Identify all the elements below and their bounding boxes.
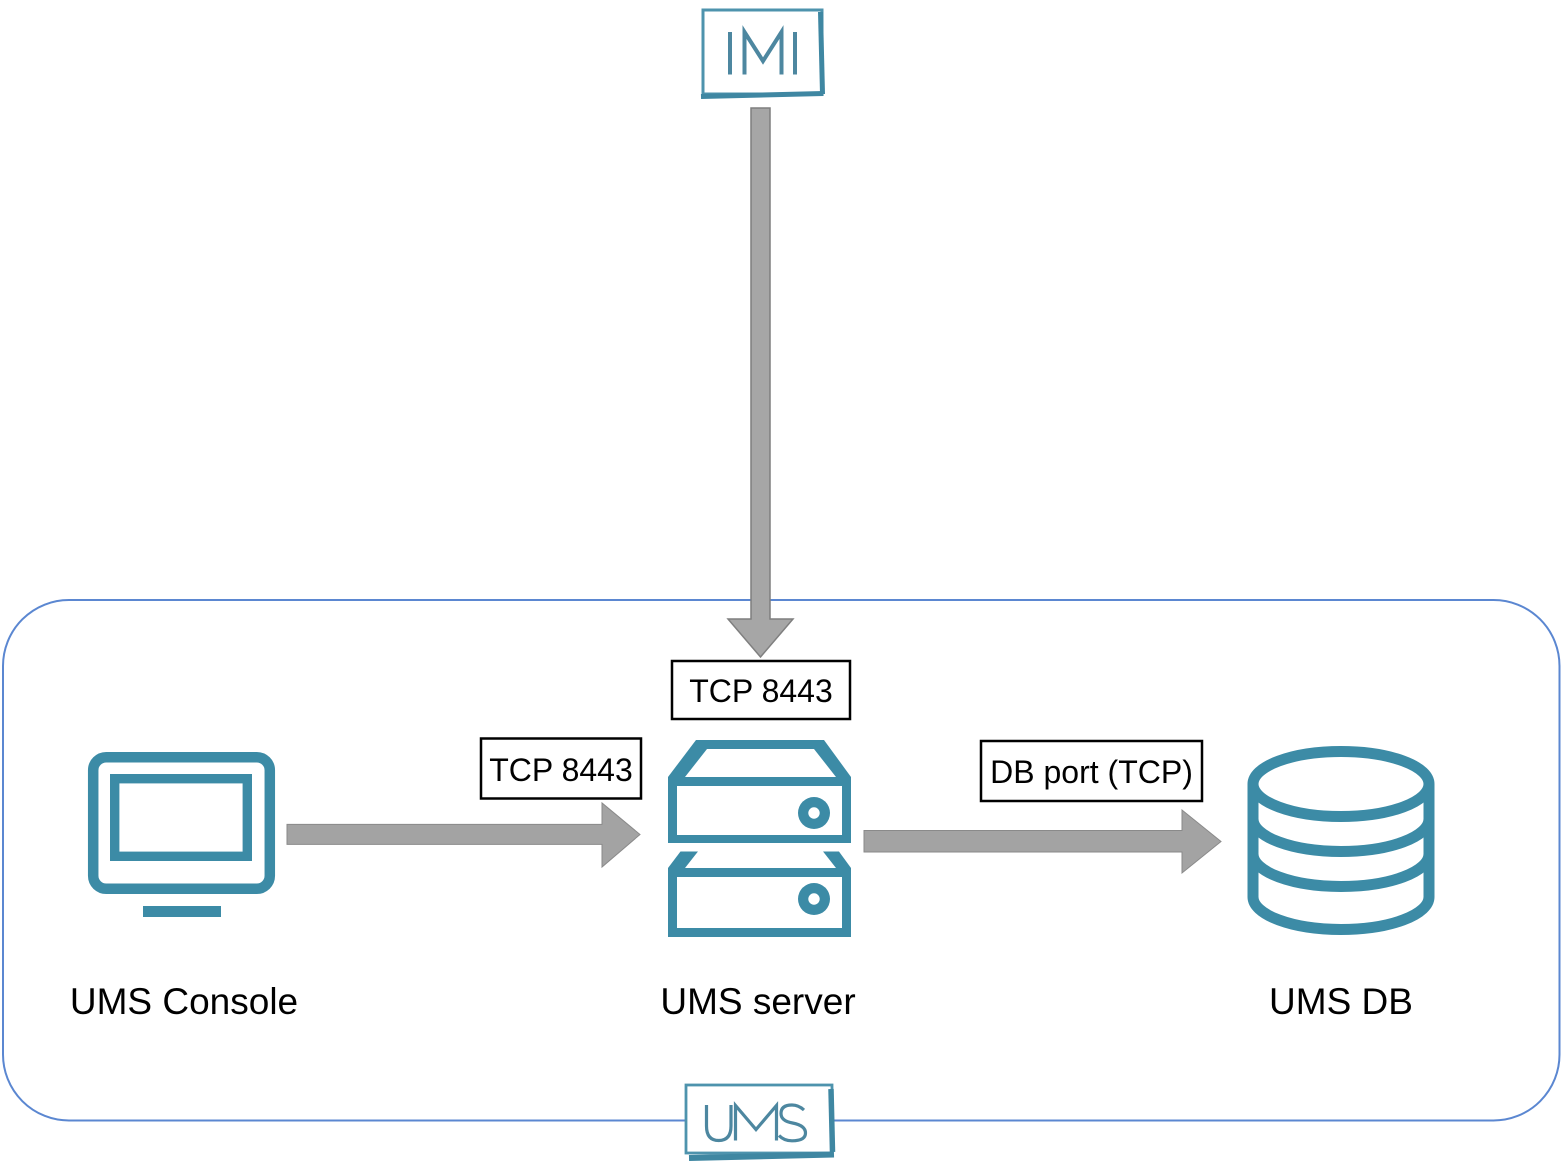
svg-text:UMS DB: UMS DB xyxy=(1269,981,1413,1022)
svg-text:TCP 8443: TCP 8443 xyxy=(489,752,633,788)
svg-text:UMS server: UMS server xyxy=(660,981,855,1022)
svg-text:DB port (TCP): DB port (TCP) xyxy=(990,754,1193,790)
svg-text:UMS Console: UMS Console xyxy=(70,981,298,1022)
svg-text:TCP 8443: TCP 8443 xyxy=(689,673,833,709)
